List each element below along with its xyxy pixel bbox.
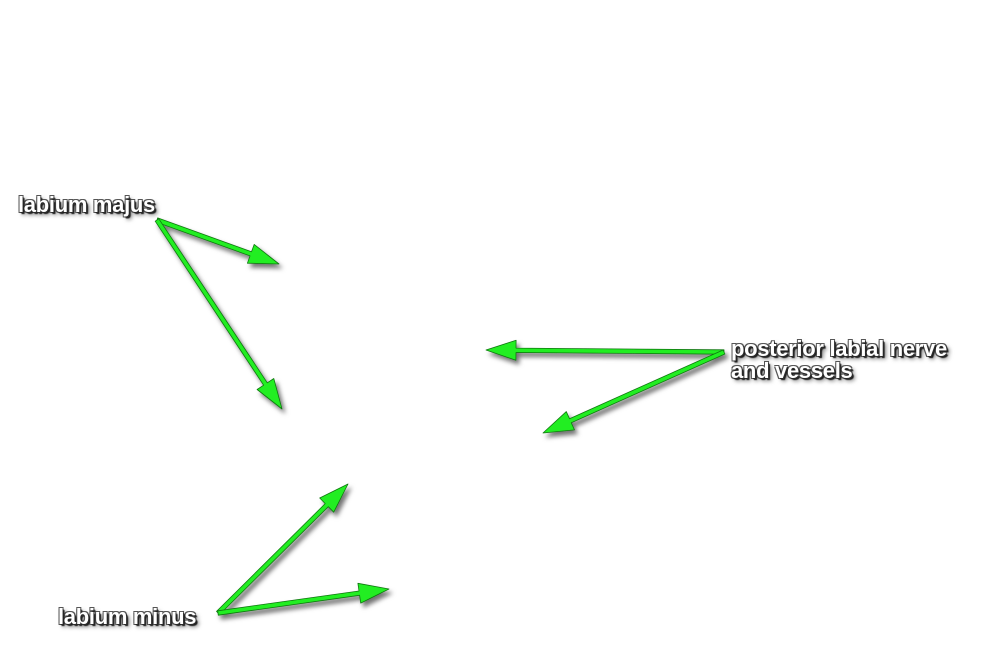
arrow-labium-majus-1 <box>155 217 280 265</box>
label-labium-majus: labium majus <box>18 192 155 217</box>
label-posterior-labial-nerve-and-vessels: posterior labial nerve and vessels <box>731 338 947 382</box>
label-posterior-line-1: posterior labial nerve <box>731 336 947 361</box>
arrow-labium-majus-2 <box>154 218 283 410</box>
arrow-posterior-2 <box>542 349 726 434</box>
arrow-posterior-1 <box>485 339 725 361</box>
arrow-labium-minus-2 <box>217 582 390 616</box>
label-posterior-line-2: and vessels <box>731 358 853 383</box>
arrow-labium-minus-1 <box>216 483 349 615</box>
label-labium-minus: labium minus <box>58 604 197 629</box>
